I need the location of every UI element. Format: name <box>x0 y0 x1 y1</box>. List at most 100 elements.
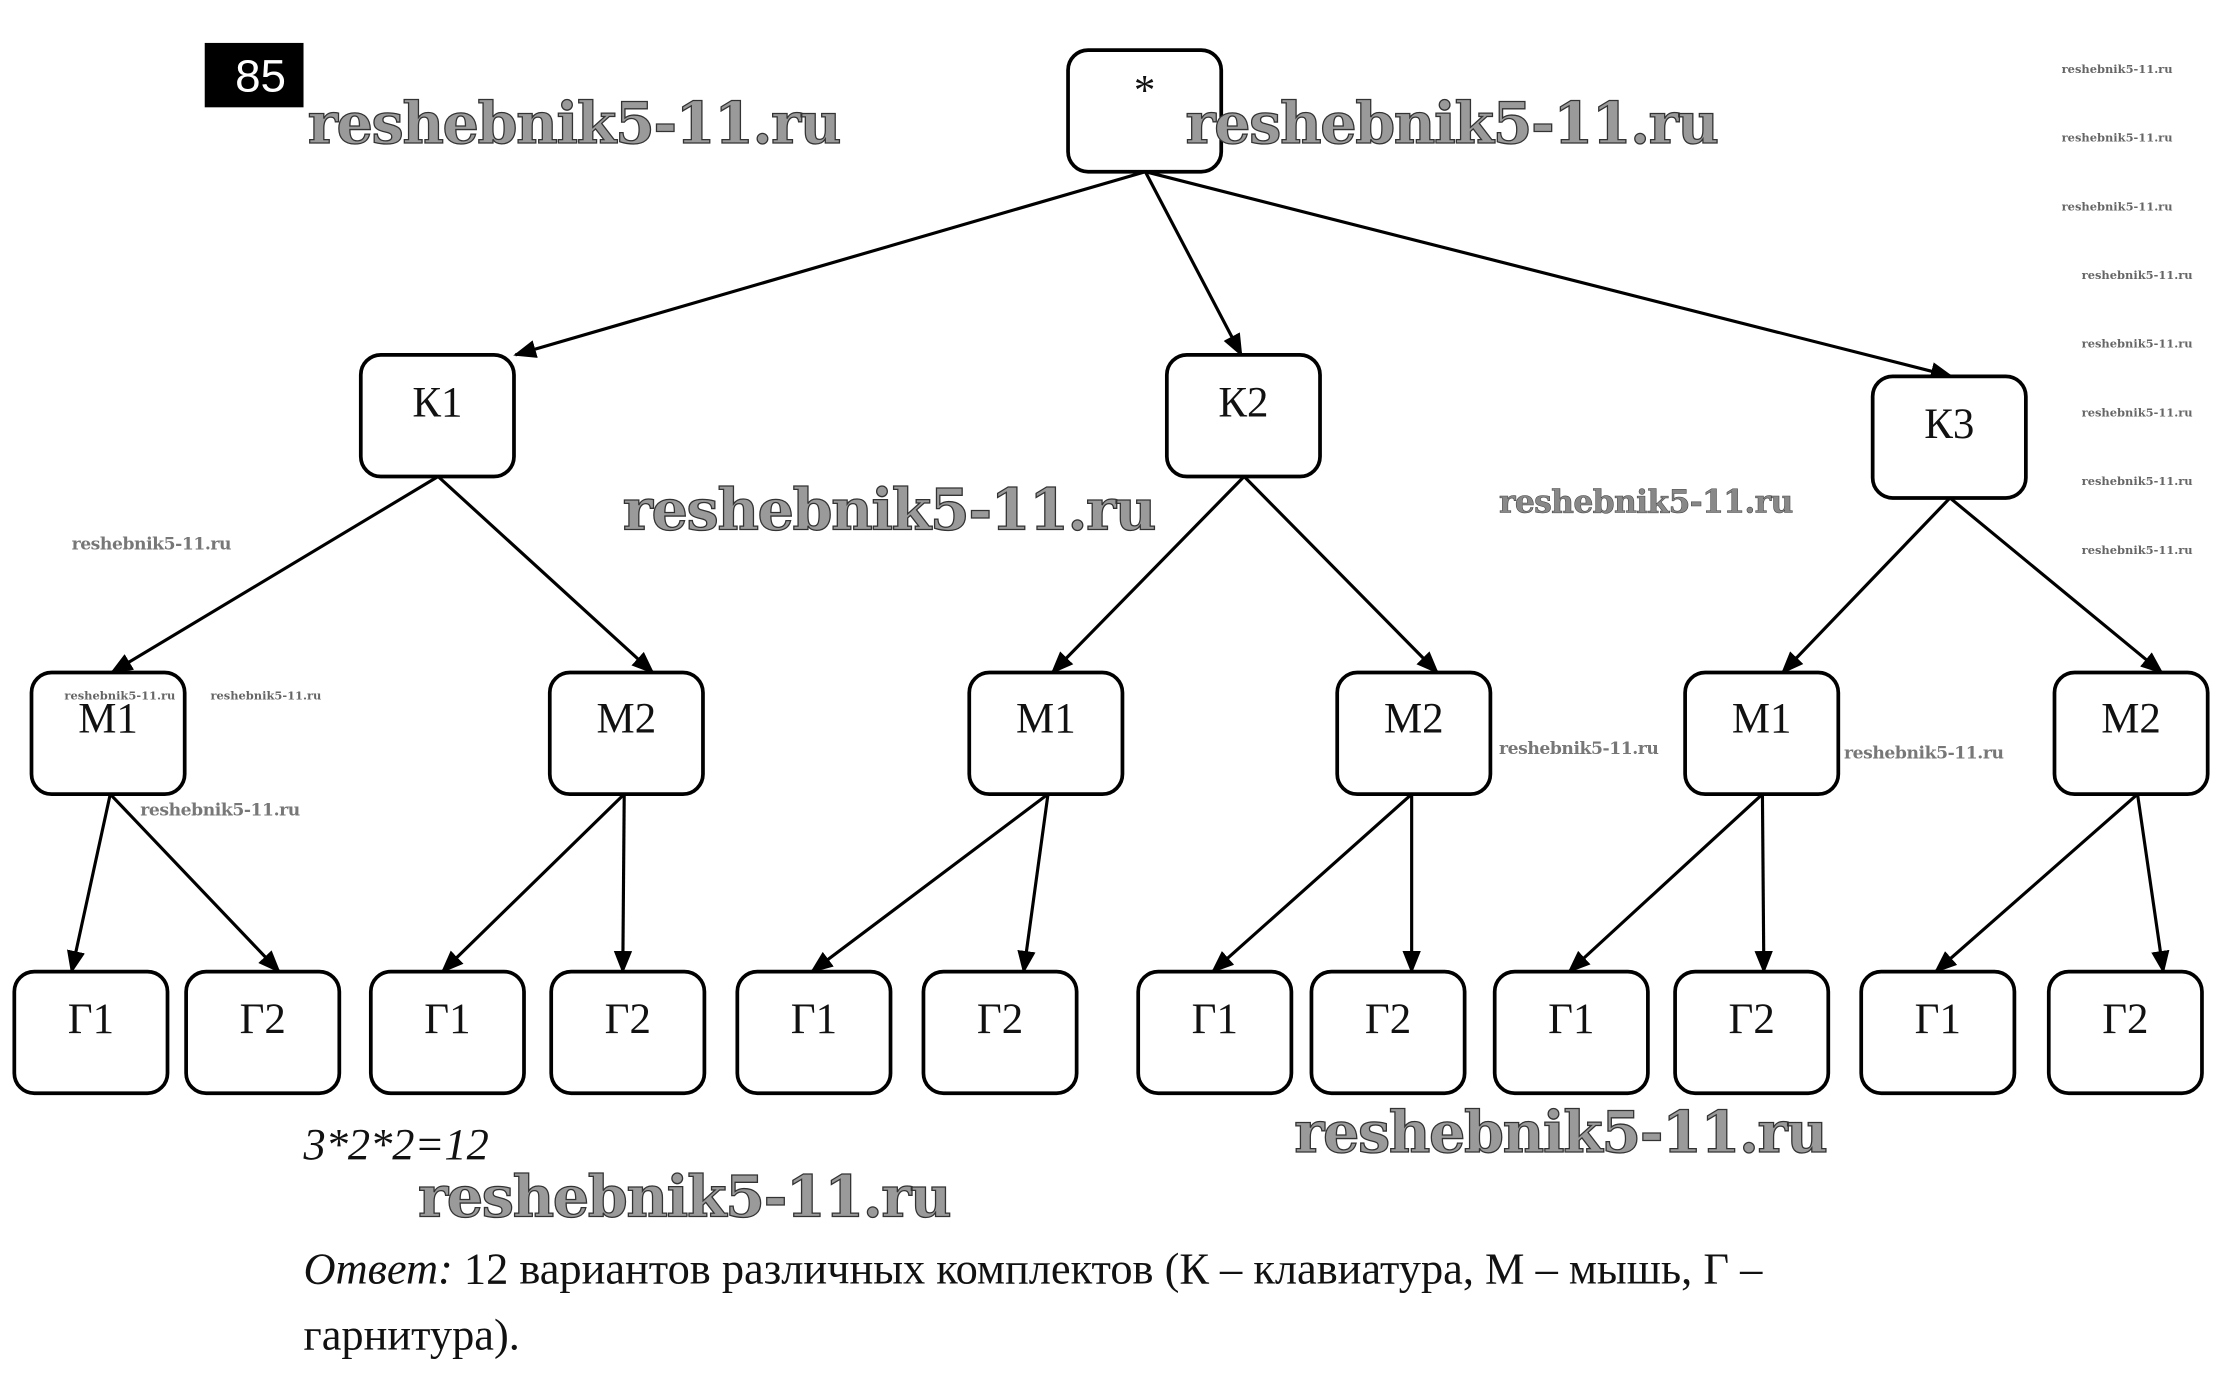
node-label: К1 <box>412 379 462 426</box>
node-label: М1 <box>1016 696 1076 743</box>
watermark: reshebnik5-11.ru <box>1499 739 1658 759</box>
edge-arrow <box>1243 475 1440 675</box>
node-root: * <box>1066 48 1224 174</box>
node-box <box>368 969 526 1096</box>
node-box <box>1335 670 1493 797</box>
edge-arrow <box>809 792 1049 973</box>
node-label: Г1 <box>1548 996 1594 1043</box>
node-label: М2 <box>2101 696 2161 743</box>
node-label: Г1 <box>424 996 470 1043</box>
edge-arrow <box>613 794 633 974</box>
edge-arrow <box>1143 170 1243 357</box>
node-headset: Г2 <box>921 969 1079 1096</box>
node-box <box>735 969 893 1096</box>
watermark: reshebnik5-11.ru <box>418 1162 950 1230</box>
node-box <box>1870 374 2028 500</box>
answer-label: Ответ: <box>304 1244 453 1294</box>
node-label: * <box>1134 67 1155 114</box>
edge-arrow <box>513 170 1146 358</box>
node-label: М2 <box>597 696 657 743</box>
edge-arrow <box>1933 792 2139 974</box>
problem-number-badge: 85 <box>204 42 304 108</box>
node-box <box>1859 969 2017 1096</box>
node-headset: Г2 <box>184 969 342 1096</box>
node-box <box>921 969 1079 1096</box>
node-label: Г1 <box>1192 996 1238 1043</box>
node-headset: Г2 <box>549 969 707 1096</box>
node-keyboard: К2 <box>1164 353 1322 479</box>
watermark: reshebnik5-11.ru <box>308 89 840 157</box>
watermark: reshebnik5-11.ru <box>2082 405 2193 419</box>
node-headset: Г1 <box>1859 969 2017 1096</box>
edge-arrow <box>1144 170 1954 381</box>
answer-text: 12 вариантов различных комплектов (К – к… <box>453 1244 1763 1294</box>
edge-arrow <box>437 475 655 675</box>
node-keyboard: К3 <box>1870 374 2028 500</box>
node-headset: Г2 <box>1309 969 1467 1096</box>
node-keyboard: К1 <box>358 353 516 479</box>
edge-arrow <box>1050 475 1246 675</box>
watermark: reshebnik5-11.ru <box>64 689 175 703</box>
node-label: Г1 <box>791 996 837 1043</box>
node-box <box>547 670 705 797</box>
node-box <box>2052 670 2210 797</box>
node-headset: Г1 <box>12 969 170 1096</box>
node-box <box>1309 969 1467 1096</box>
edge-arrow <box>1948 496 2164 674</box>
watermark: reshebnik5-11.ru <box>2062 62 2173 76</box>
node-label: Г1 <box>68 996 114 1043</box>
node-label: К3 <box>1924 401 1974 448</box>
edge-arrow <box>1017 793 1050 974</box>
node-box <box>967 670 1125 797</box>
edge-arrow <box>440 793 626 974</box>
node-mouse: М1 <box>29 670 187 797</box>
node-headset: Г1 <box>1136 969 1294 1096</box>
watermark: reshebnik5-11.ru <box>140 801 299 821</box>
node-headset: Г1 <box>368 969 526 1096</box>
edges <box>67 170 2170 974</box>
watermark: reshebnik5-11.ru <box>2062 131 2173 145</box>
node-label: К2 <box>1218 379 1268 426</box>
watermarks: reshebnik5-11.ru reshebnik5-11.ru resheb… <box>64 62 2193 1231</box>
node-box <box>1164 353 1322 479</box>
edge-arrow <box>1567 793 1764 974</box>
node-label: Г2 <box>2102 996 2148 1043</box>
answer-line-2: гарнитура). <box>304 1309 520 1359</box>
edge-arrow <box>1754 794 1773 974</box>
edge-arrow <box>1780 496 1952 675</box>
node-label: Г2 <box>1729 996 1775 1043</box>
node-mouse: М2 <box>1335 670 1493 797</box>
node-mouse: М2 <box>2052 670 2210 797</box>
watermark: reshebnik5-11.ru <box>2062 199 2173 213</box>
node-headset: Г1 <box>735 969 893 1096</box>
node-box <box>12 969 170 1096</box>
node-box <box>1673 969 1831 1096</box>
node-box <box>29 670 187 797</box>
watermark: reshebnik5-11.ru <box>1185 89 1717 157</box>
problem-number: 85 <box>235 51 286 102</box>
node-box <box>1492 969 1650 1096</box>
node-label: Г2 <box>240 996 286 1043</box>
node-label: Г2 <box>977 996 1023 1043</box>
node-label: М1 <box>1732 696 1792 743</box>
watermark: reshebnik5-11.ru <box>2082 337 2193 351</box>
node-headset: Г2 <box>2046 969 2204 1096</box>
node-mouse: М1 <box>1683 670 1841 797</box>
node-mouse: М1 <box>967 670 1125 797</box>
edge-arrow <box>2135 793 2170 974</box>
edge-arrow <box>67 793 112 974</box>
watermark: reshebnik5-11.ru <box>1294 1098 1826 1166</box>
edge-arrow <box>109 475 439 674</box>
node-box <box>184 969 342 1096</box>
node-box <box>549 969 707 1096</box>
node-label: Г1 <box>1915 996 1961 1043</box>
watermark: reshebnik5-11.ru <box>72 534 231 554</box>
watermark: reshebnik5-11.ru <box>2082 543 2193 557</box>
answer-line-1: Ответ: 12 вариантов различных комплектов… <box>304 1244 1764 1294</box>
watermark: reshebnik5-11.ru <box>1844 743 2003 763</box>
node-box <box>1136 969 1294 1096</box>
node-label: М1 <box>78 696 138 743</box>
watermark: reshebnik5-11.ru <box>210 689 321 703</box>
